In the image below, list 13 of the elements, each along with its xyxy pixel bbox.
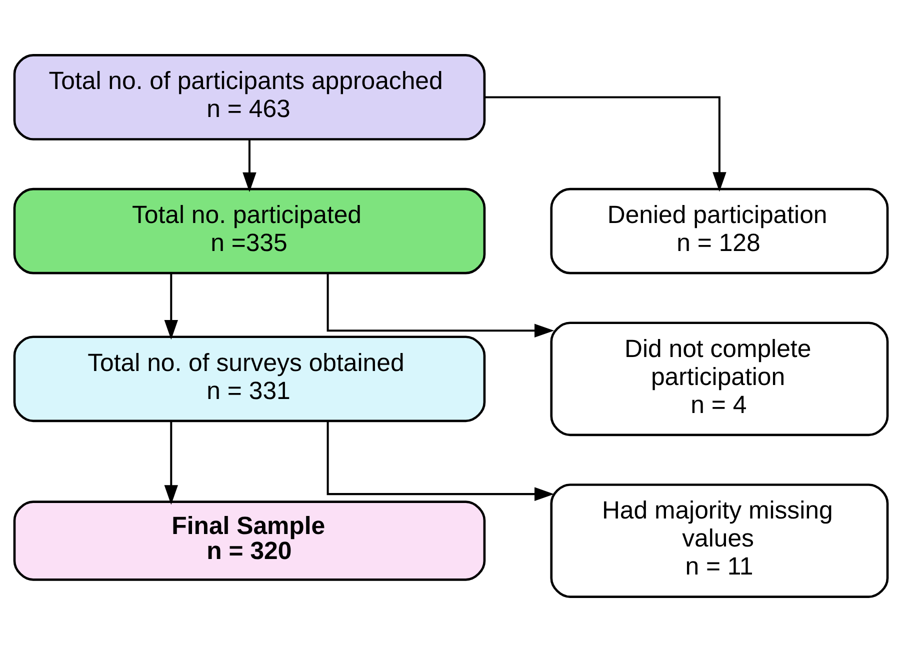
node-box: Denied participation n = 128 <box>550 187 889 274</box>
arrow <box>164 420 178 504</box>
arrow <box>326 420 554 500</box>
arrow <box>164 272 178 340</box>
node-box: Total no. of participants approached n = 463 <box>13 54 486 140</box>
node-box: Total no. of surveys obtained n = 331 <box>13 335 486 422</box>
arrow <box>485 96 726 192</box>
node-box: Had majority missing values n = 11 <box>550 483 889 598</box>
node-box: Did not complete participation n = 4 <box>550 321 889 436</box>
node-box: Final Sample n = 320 <box>13 500 486 580</box>
node-box: Total no. participated n =335 <box>13 187 486 274</box>
arrow <box>242 139 256 192</box>
arrow <box>326 272 554 338</box>
